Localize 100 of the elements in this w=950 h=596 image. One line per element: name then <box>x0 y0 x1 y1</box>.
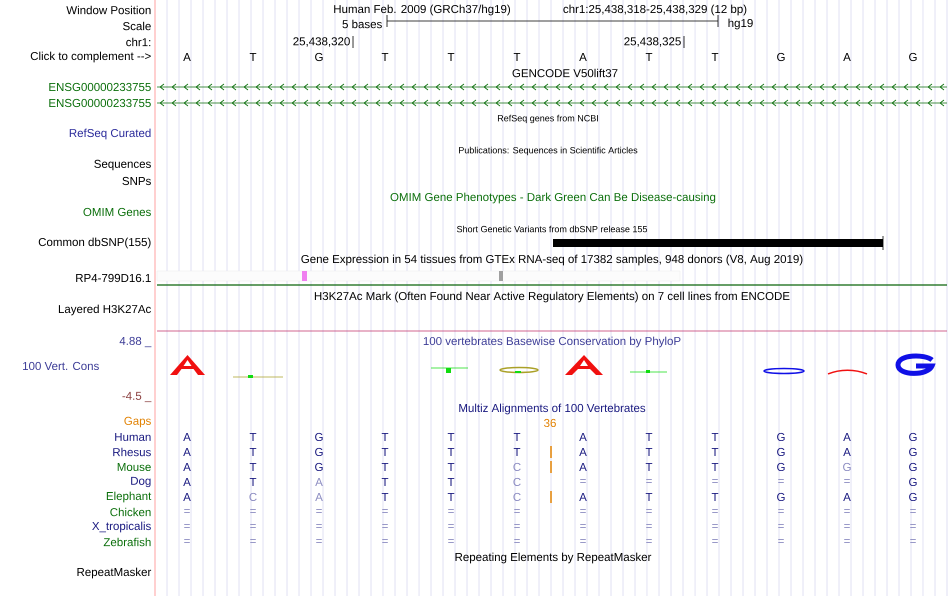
gap-count: 36 <box>544 418 556 428</box>
alignment-letter: = <box>778 524 784 528</box>
alignment-letter: = <box>646 539 652 543</box>
alignment-letter: = <box>580 524 586 528</box>
alignment-letter: G <box>315 432 323 442</box>
alignment-letter: T <box>646 463 652 471</box>
alignment-letter: T <box>646 493 652 501</box>
track-title: Multiz Alignments of 100 Vertebrates <box>459 404 646 414</box>
base-letter: G <box>909 52 917 62</box>
alignment-letter: A <box>843 433 851 441</box>
alignment-letter: = <box>580 509 586 513</box>
track-label: RP4-799D16.1 <box>76 274 151 282</box>
alignment-letter: G <box>315 448 323 456</box>
alignment-letter: A <box>183 493 191 501</box>
alignment-letter: T <box>250 478 256 486</box>
alignment-letter: = <box>448 509 454 513</box>
axis-value: 4.88 _ <box>120 336 152 348</box>
track-label: chr1: <box>126 38 150 46</box>
assembly-name: hg19 <box>728 18 753 30</box>
alignment-letter: G <box>909 462 917 472</box>
alignment-letter: = <box>712 479 718 483</box>
alignment-letter: = <box>184 539 190 543</box>
alignment-letter: = <box>316 524 322 528</box>
alignment-letter: A <box>579 448 587 456</box>
base-letter: G <box>777 52 785 62</box>
alignment-letter: = <box>844 539 850 543</box>
alignment-letter: = <box>250 539 256 543</box>
alignment-letter: C <box>513 492 521 502</box>
alignment-letter: T <box>250 448 256 456</box>
track-title: OMIM Gene Phenotypes - Dark Green Can Be Disease-causing <box>390 192 716 204</box>
assembly-title: Human Feb. 2009 (GRCh37/hg19) <box>334 4 510 16</box>
base-letter: T <box>250 53 256 61</box>
base-letter: A <box>183 53 191 61</box>
track-title: Repeating Elements by RepeatMasker <box>456 552 652 564</box>
track-label: SNPs <box>122 176 151 186</box>
alignment-letter: T <box>382 493 388 501</box>
alignment-letter: T <box>382 463 388 471</box>
alignment-letter: A <box>579 433 587 441</box>
alignment-letter: = <box>712 509 718 513</box>
species-label: X_tropicalis <box>92 522 151 532</box>
alignment-letter: = <box>514 509 520 513</box>
species-label: Mouse <box>118 463 151 471</box>
alignment-letter: G <box>909 478 917 486</box>
alignment-letter: = <box>646 524 652 528</box>
alignment-letter: A <box>579 493 587 501</box>
alignment-letter: T <box>514 448 520 456</box>
track-label: 100 Vert. Cons <box>23 362 99 370</box>
alignment-letter: = <box>844 524 850 528</box>
track-title: RefSeq genes from NCBI <box>498 114 598 124</box>
alignment-letter: A <box>183 463 191 471</box>
alignment-letter: T <box>250 433 256 441</box>
track-label: OMIM Genes <box>83 208 151 216</box>
base-letter: T <box>514 53 520 61</box>
track-title: 100 vertebrates Basewise Conservation by PhyloP <box>424 336 680 348</box>
position-range: chr1:25,438,318-25,438,329 (12 bp) <box>563 4 746 16</box>
base-letter: T <box>448 53 454 61</box>
alignment-letter: = <box>382 539 388 543</box>
alignment-letter: A <box>183 433 191 441</box>
track-label: Gaps <box>124 416 151 428</box>
scale-label: 5 bases <box>342 20 382 28</box>
alignment-letter: = <box>382 524 388 528</box>
alignment-letter: T <box>382 478 388 486</box>
alignment-letter: = <box>184 524 190 528</box>
alignment-letter: A <box>315 493 323 501</box>
alignment-letter: A <box>579 463 587 471</box>
alignment-letter: = <box>646 479 652 483</box>
track-label: Window Position <box>66 6 151 14</box>
alignment-letter: T <box>712 463 718 471</box>
alignment-letter: = <box>646 509 652 513</box>
species-label: Chicken <box>110 508 151 516</box>
alignment-letter: G <box>909 432 917 442</box>
alignment-letter: A <box>183 448 191 456</box>
alignment-letter: = <box>778 509 784 513</box>
alignment-letter: = <box>382 509 388 513</box>
species-label: Dog <box>131 476 151 488</box>
alignment-letter: G <box>777 492 785 502</box>
track-title: H3K27Ac Mark (Often Found Near Active Regulatory Elements) on 7 cell lines from ENCODE <box>314 292 790 302</box>
base-letter: T <box>646 53 652 61</box>
base-letter: T <box>382 53 388 61</box>
alignment-letter: = <box>712 539 718 543</box>
alignment-letter: = <box>184 509 190 513</box>
track-title: GENCODE V50lift37 <box>512 68 618 78</box>
axis-value: -4.5 _ <box>122 392 152 402</box>
alignment-letter: T <box>448 493 454 501</box>
track-label: Scale <box>123 22 151 30</box>
base-letter: G <box>315 52 323 62</box>
track-label: RepeatMasker <box>77 568 152 578</box>
alignment-letter: C <box>513 478 521 486</box>
track-label: ENSG00000233755 <box>49 98 151 108</box>
alignment-letter: A <box>183 478 191 486</box>
alignment-letter: = <box>250 524 256 528</box>
alignment-letter: = <box>448 539 454 543</box>
alignment-letter: = <box>580 479 586 483</box>
alignment-letter: C <box>249 492 257 502</box>
alignment-letter: T <box>646 433 652 441</box>
alignment-letter: = <box>514 524 520 528</box>
track-label: Common dbSNP(155) <box>38 238 151 248</box>
alignment-letter: G <box>909 492 917 502</box>
alignment-letter: T <box>712 448 718 456</box>
position-number: 25,438,320 <box>293 37 350 47</box>
